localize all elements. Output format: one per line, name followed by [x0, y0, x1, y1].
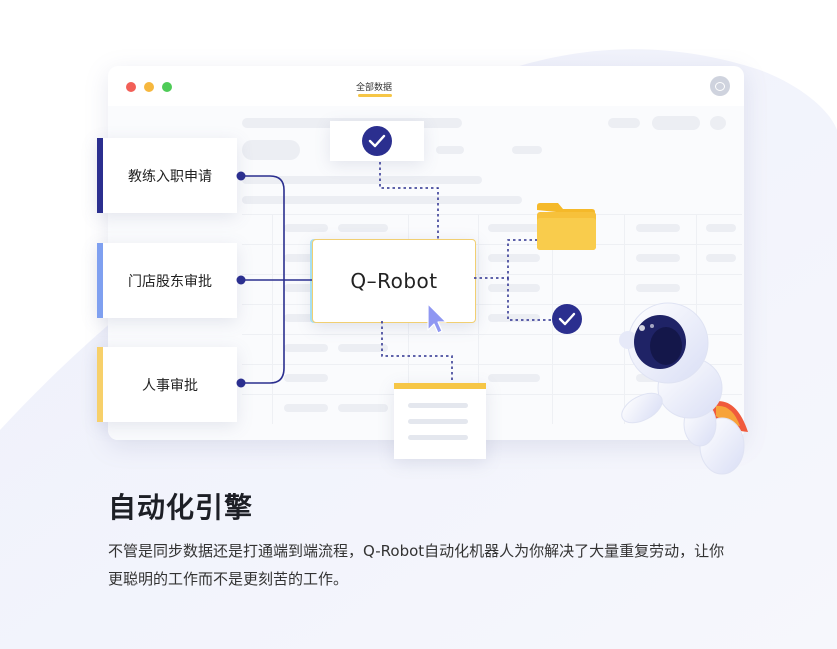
- q-robot-node[interactable]: Q–Robot: [312, 239, 476, 323]
- cell-placeholder: [284, 344, 328, 352]
- placeholder-bar: [242, 196, 522, 204]
- flow-source-card[interactable]: 教练入职申请: [97, 138, 237, 213]
- cell-placeholder: [338, 224, 388, 232]
- cell-placeholder: [338, 344, 388, 352]
- table-line: [478, 214, 479, 424]
- cell-placeholder: [636, 224, 680, 232]
- cell-placeholder: [706, 254, 736, 262]
- cell-placeholder: [284, 404, 328, 412]
- document-line: [408, 435, 468, 440]
- placeholder-bar: [512, 146, 542, 154]
- placeholder-bar: [242, 176, 482, 184]
- cell-placeholder: [636, 344, 680, 352]
- table-line: [242, 364, 742, 365]
- document-card: [394, 383, 486, 459]
- flow-source-label: 人事审批: [142, 377, 198, 394]
- tab-active-indicator: [358, 94, 392, 97]
- cell-placeholder: [488, 254, 540, 262]
- cell-placeholder: [636, 254, 680, 262]
- document-line: [408, 419, 468, 424]
- cell-placeholder: [284, 284, 328, 292]
- flow-source-label: 门店股东审批: [128, 273, 212, 290]
- cell-placeholder: [284, 224, 328, 232]
- tab-all-data[interactable]: 全部数据: [356, 83, 393, 93]
- cell-placeholder: [488, 284, 540, 292]
- minimize-window-button[interactable]: [144, 82, 154, 92]
- section-title: 自动化引擎: [108, 491, 254, 524]
- placeholder-bar: [608, 118, 640, 128]
- cell-placeholder: [488, 314, 540, 322]
- window-titlebar: [108, 66, 744, 106]
- table-line: [242, 334, 742, 335]
- cell-placeholder: [488, 374, 540, 382]
- cell-placeholder: [636, 284, 680, 292]
- check-card: [330, 121, 424, 161]
- placeholder-dot: [710, 116, 726, 130]
- cell-placeholder: [284, 314, 328, 322]
- table-line: [242, 304, 742, 305]
- table-line: [552, 214, 553, 424]
- document-line: [408, 403, 468, 408]
- placeholder-bar: [652, 116, 700, 130]
- placeholder-bar: [436, 146, 464, 154]
- account-icon[interactable]: [710, 76, 730, 96]
- flow-card-accent: [97, 243, 103, 318]
- flow-card-accent: [97, 347, 103, 422]
- flow-source-card[interactable]: 门店股东审批: [97, 243, 237, 318]
- q-robot-label: Q–Robot: [350, 269, 438, 293]
- cell-placeholder: [488, 224, 540, 232]
- table-line: [696, 214, 697, 424]
- cell-placeholder: [706, 224, 736, 232]
- table-line: [624, 214, 625, 424]
- cell-placeholder: [636, 374, 680, 382]
- cell-placeholder: [338, 404, 388, 412]
- flow-card-accent: [97, 138, 103, 213]
- placeholder-pill: [242, 140, 300, 160]
- cell-placeholder: [284, 374, 328, 382]
- cell-placeholder: [284, 254, 328, 262]
- flow-source-label: 教练入职申请: [128, 168, 212, 185]
- section-description: 不管是同步数据还是打通端到端流程，Q-Robot自动化机器人为你解决了大量重复劳…: [108, 542, 725, 588]
- table-line: [242, 214, 742, 215]
- maximize-window-button[interactable]: [162, 82, 172, 92]
- table-line: [272, 214, 273, 424]
- close-window-button[interactable]: [126, 82, 136, 92]
- flow-source-card[interactable]: 人事审批: [97, 347, 237, 422]
- table-line: [242, 394, 742, 395]
